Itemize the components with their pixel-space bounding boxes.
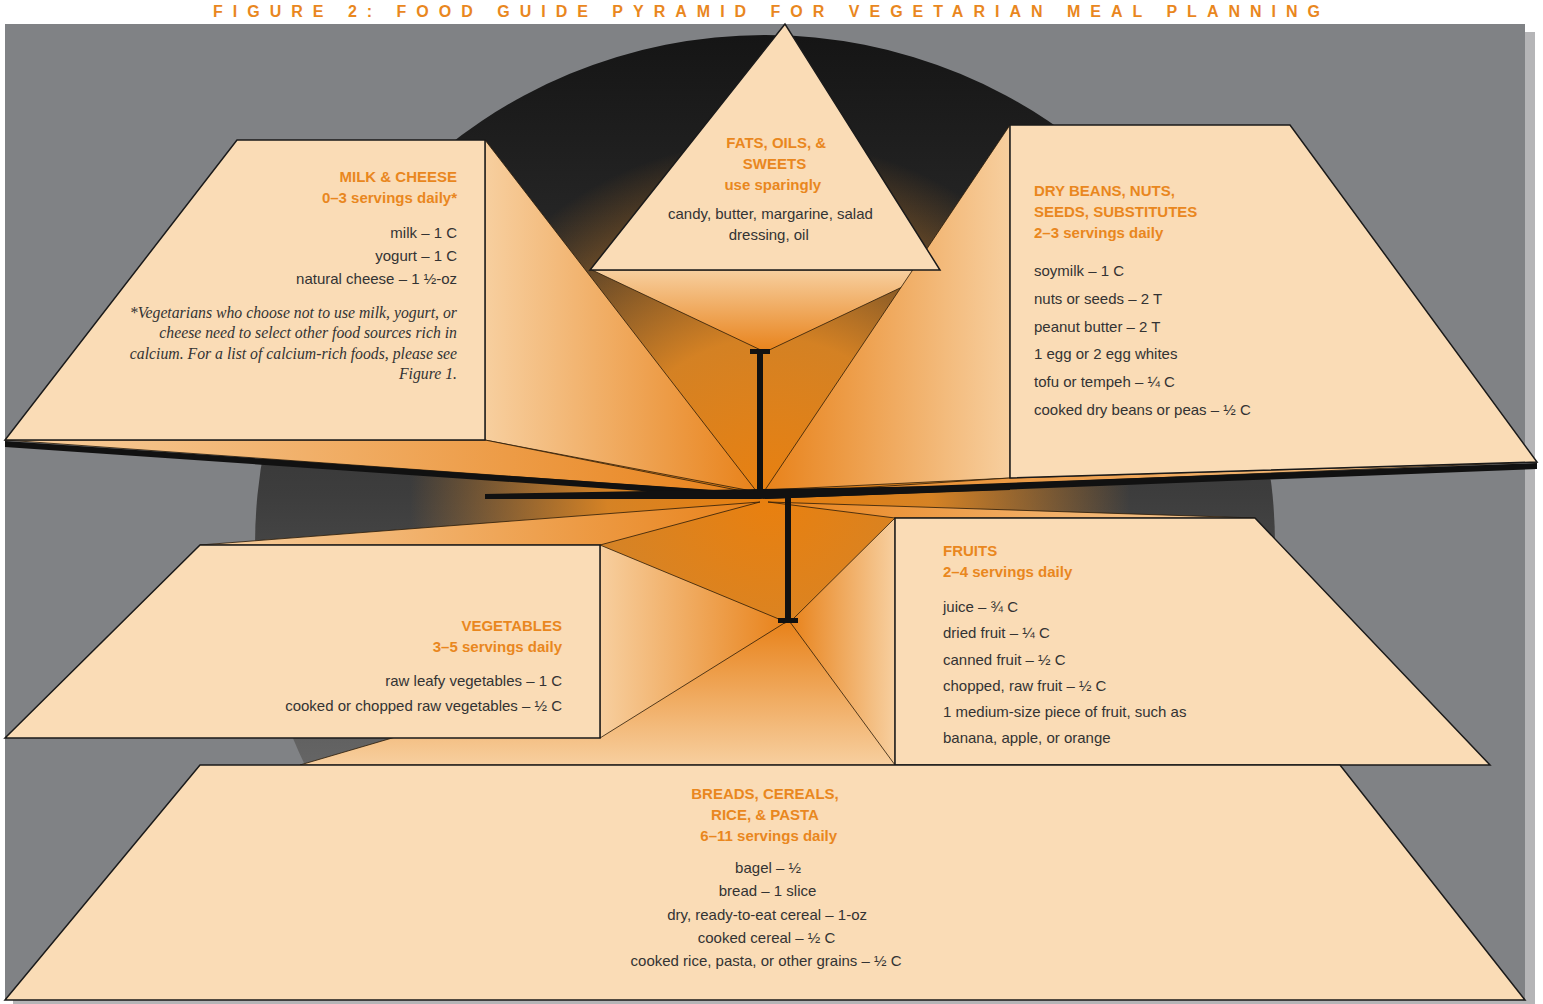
serving-item: juice – ¾ C [943, 594, 1193, 620]
group-heading: VEGETABLES [5, 615, 562, 636]
horizontal-seam [485, 485, 1010, 499]
serving-count: use sparingly [585, 174, 945, 195]
serving-item: cooked or chopped raw vegetables – ½ C [5, 694, 562, 719]
wrap-guide [1316, 180, 1537, 478]
fruits-side-face [790, 518, 895, 765]
fruits-top-face [768, 502, 1255, 518]
serving-count: 0–3 servings daily* [5, 187, 457, 208]
beans-box: DRY BEANS, NUTS, SEEDS, SUBSTITUTES2–3 s… [1010, 125, 1537, 478]
serving-item: milk – 1 C [5, 222, 457, 245]
serving-item: natural cheese – 1 ½-oz [5, 268, 457, 291]
serving-count: 2–4 servings daily [943, 561, 1490, 582]
text-column: FATS, OILS, & SWEETSuse sparingly candy, … [585, 24, 945, 274]
serving-item: canned fruit – ½ C [943, 647, 1193, 673]
side-faces [5, 125, 1537, 765]
figure-title: FIGURE 2: FOOD GUIDE PYRAMID FOR VEGETAR… [213, 3, 1330, 21]
serving-item: yogurt – 1 C [5, 245, 457, 268]
fruits-box: FRUITS2–4 servings daily juice – ¾ Cdried… [895, 518, 1490, 765]
text-column: BREADS, CEREALS, RICE, & PASTA6–11 servi… [5, 765, 1525, 1000]
milk-cheese-box: MILK & CHEESE0–3 servings daily* milk – 1… [5, 140, 485, 440]
text-column: VEGETABLES3–5 servings daily raw leafy ve… [5, 545, 562, 738]
serving-item: 1 egg or 2 egg whites [1034, 340, 1537, 368]
serving-item: cooked dry beans or peas – ½ C [1034, 396, 1537, 424]
vegetables-box: VEGETABLES3–5 servings daily raw leafy ve… [5, 545, 600, 738]
spacer [5, 140, 457, 166]
serving-item: cooked cereal – ½ C [5, 926, 1525, 949]
serving-item: cooked rice, pasta, or other grains – ½ … [5, 949, 1525, 972]
serving-count: 6–11 servings daily [5, 825, 1525, 846]
vegetables-top-face [200, 502, 760, 545]
group-heading: BREADS, CEREALS, RICE, & PASTA [680, 783, 850, 825]
group-heading: DRY BEANS, NUTS, SEEDS, SUBSTITUTES [1034, 180, 1224, 222]
wrap-guide [1340, 783, 1525, 1000]
serving-item: tofu or tempeh – ¼ C [1034, 368, 1537, 396]
serving-count: 2–3 servings daily [1034, 222, 1537, 243]
serving-item: candy, butter, margarine, salad dressing… [585, 203, 945, 245]
serving-item: dry, ready-to-eat cereal – 1-oz [5, 903, 1525, 926]
node-shape [5, 765, 1525, 1000]
breads-box: BREADS, CEREALS, RICE, & PASTA6–11 servi… [5, 765, 1525, 1000]
group-heading: FRUITS [943, 540, 1490, 561]
upper-stem [757, 352, 763, 494]
node-shape [895, 518, 1490, 765]
serving-item: 1 medium-size piece of fruit, such as ba… [943, 699, 1193, 752]
serving-item: bread – 1 slice [5, 879, 1525, 902]
lower-stem-cap [778, 618, 798, 623]
serving-count: 3–5 servings daily [5, 636, 562, 657]
wrap-guide [5, 166, 231, 440]
upper-stem-cap [750, 349, 770, 354]
fats-triangle: FATS, OILS, & SWEETSuse sparingly candy, … [585, 24, 945, 274]
wrap-guide [5, 615, 143, 738]
spacer [943, 518, 1490, 540]
footnote: *Vegetarians who choose not to use milk,… [5, 303, 457, 385]
node-shape [1010, 125, 1537, 478]
spacer [5, 765, 1525, 783]
node-shape [5, 140, 485, 440]
left-seam-wedge [5, 441, 757, 499]
serving-item: nuts or seeds – 2 T [1034, 285, 1537, 313]
wrap-guide [843, 132, 945, 274]
serving-item: bagel – ½ [5, 856, 1525, 879]
serving-item: soymilk – 1 C [1034, 257, 1537, 285]
serving-item: chopped, raw fruit – ½ C [943, 673, 1193, 699]
serving-item: raw leafy vegetables – 1 C [5, 669, 562, 694]
wrap-guide [1262, 540, 1490, 765]
wrap-guide [585, 132, 709, 274]
lower-stem [785, 497, 791, 622]
text-column: FRUITS2–4 servings daily juice – ¾ Cdried… [943, 518, 1490, 765]
serving-item: dried fruit – ¼ C [943, 620, 1193, 646]
text-column: MILK & CHEESE0–3 servings daily* milk – 1… [5, 140, 457, 440]
group-heading: FATS, OILS, & SWEETS [585, 132, 945, 174]
serving-item: peanut butter – 2 T [1034, 313, 1537, 341]
spacer [5, 545, 562, 615]
spacer [1034, 125, 1537, 180]
node-shape [5, 545, 600, 738]
wrap-guide [5, 783, 199, 1000]
text-column: DRY BEANS, NUTS, SEEDS, SUBSTITUTES2–3 s… [1034, 125, 1537, 478]
group-heading: MILK & CHEESE [5, 166, 457, 187]
spacer [585, 24, 945, 132]
vegetables-side-face [600, 545, 786, 738]
